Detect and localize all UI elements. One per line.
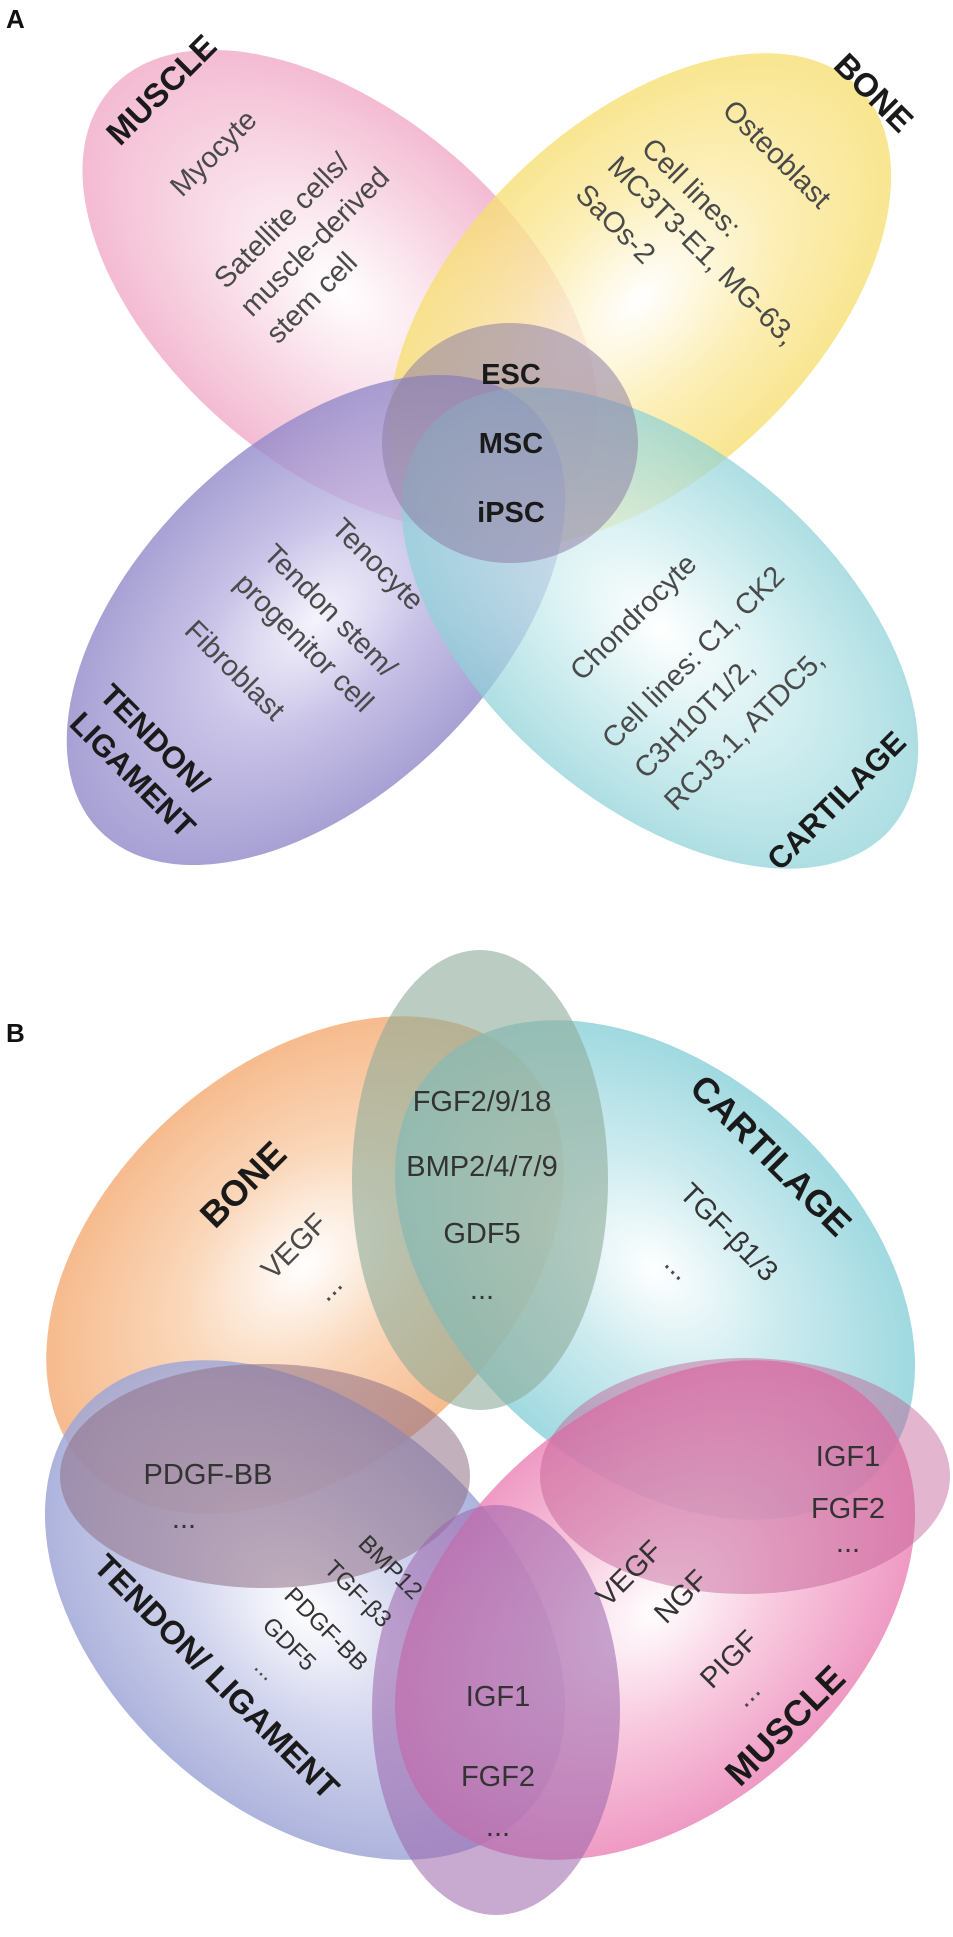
center-msc: MSC — [479, 428, 544, 460]
b-bc-gdf5: GDF5 — [443, 1218, 520, 1250]
panel-b-venn — [44, 950, 950, 1915]
b-cm-ellipsis: ... — [836, 1527, 860, 1559]
b-tm-fgf2: FGF2 — [461, 1761, 535, 1793]
b-cartilage-muscle-lobe — [540, 1358, 950, 1594]
b-bc-fgf: FGF2/9/18 — [413, 1086, 552, 1118]
b-cm-igf1: IGF1 — [816, 1441, 880, 1473]
b-tm-igf1: IGF1 — [466, 1681, 530, 1713]
panel-b-label: B — [6, 1018, 25, 1048]
b-bc-bmp: BMP2/4/7/9 — [406, 1151, 558, 1183]
b-bone-cartilage-lobe — [352, 950, 608, 1410]
panel-a-label: A — [6, 4, 25, 34]
b-tm-ellipsis: ... — [486, 1811, 510, 1843]
b-bt-pdgf: PDGF-BB — [144, 1459, 273, 1491]
center-esc: ESC — [481, 359, 541, 391]
center-ipsc: iPSC — [477, 497, 545, 529]
b-bc-ellipsis: ... — [470, 1274, 494, 1306]
center-stem-cell-ellipse — [382, 323, 638, 563]
panel-a-venn — [66, 49, 919, 869]
b-bone-tendon-lobe — [60, 1364, 470, 1588]
b-bt-ellipsis: ... — [172, 1503, 196, 1535]
b-cm-fgf2: FGF2 — [811, 1493, 885, 1525]
b-tendon-muscle-lobe — [372, 1505, 620, 1915]
